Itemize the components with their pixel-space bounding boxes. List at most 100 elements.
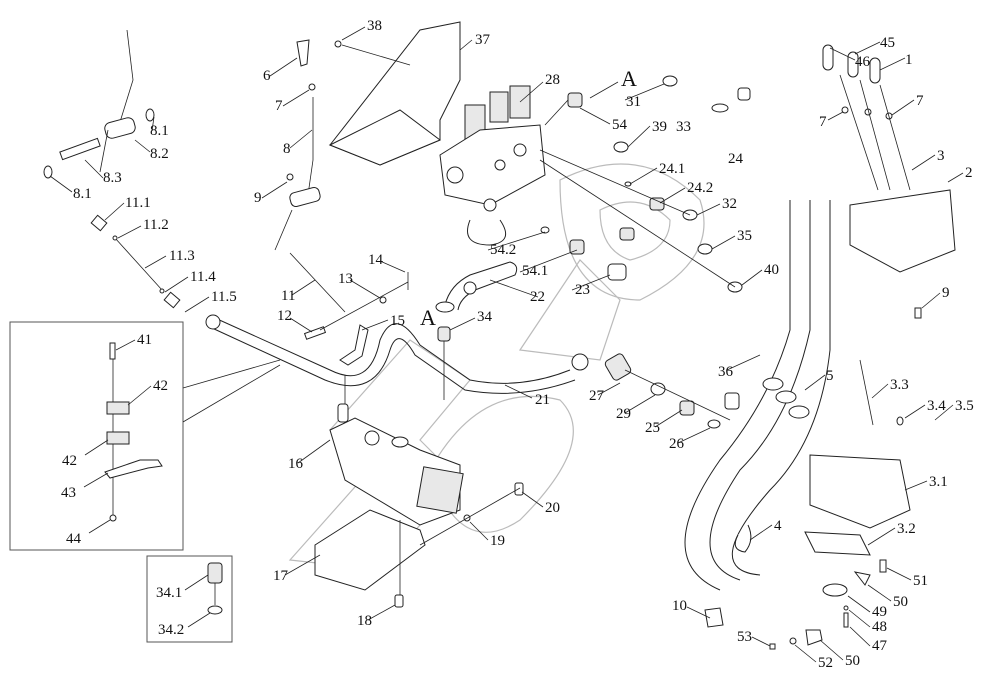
part-callout-46: 46 [855,54,871,70]
section-marker-a-mid: A [420,305,436,330]
leader-lines [49,26,964,663]
part-callout-23: 23 [575,282,590,298]
part-callout-45: 45 [880,35,895,51]
part-callout-17: 17 [273,568,289,584]
part-callout-8: 8 [283,141,291,157]
part-callout-48: 48 [872,619,887,635]
part-callout-2: 2 [965,165,973,181]
part-callout-13: 13 [338,271,353,287]
part-callout-3-5: 3.5 [955,398,974,414]
part-callout-37: 37 [475,32,491,48]
pump-valve-16 [314,375,524,608]
part-callout-43: 43 [61,485,76,501]
part-callout-15: 15 [390,313,405,329]
pin-linkage-parts [289,252,409,366]
part-callout-3-3: 3.3 [890,377,909,393]
part-callout-18: 18 [357,613,372,629]
part-callout-44: 44 [66,531,82,547]
lever-bracket-3-1 [804,359,911,556]
part-callout-27: 27 [589,388,605,404]
part-callout-42: 42 [62,453,77,469]
part-callout-9: 9 [942,285,950,301]
section-markers: AA [420,66,637,330]
part-callout-8-1: 8.1 [150,123,169,139]
part-callout-33: 33 [676,119,691,135]
part-callout-34-2: 34.2 [158,622,184,638]
part-callout-16: 16 [288,456,304,472]
lever-bracket-3 [822,44,956,319]
watermark [288,163,705,571]
valve-block-28 [439,85,546,246]
part-callout-11-4: 11.4 [190,269,216,285]
part-callout-25: 25 [645,420,660,436]
part-callout-8-2: 8.2 [150,146,169,162]
part-callout-34-1: 34.1 [156,585,182,601]
part-callout-21: 21 [535,392,550,408]
part-callout-36: 36 [718,364,734,380]
part-callout-39: 39 [652,119,667,135]
part-callout-9: 9 [254,190,262,206]
part-callout-4: 4 [774,518,782,534]
rod-11-assembly [90,214,181,309]
part-callout-40: 40 [764,262,779,278]
part-callout-54: 54 [612,117,628,133]
part-callout-1: 1 [905,52,913,68]
part-callout-28: 28 [545,72,560,88]
part-callout-8-3: 8.3 [103,170,122,186]
part-callout-7: 7 [819,114,827,130]
bracket-37 [328,21,461,166]
part-callout-24: 24 [728,151,744,167]
part-callout-7: 7 [275,98,283,114]
callout-labels: 8.18.28.38.111.111.211.311.411.538376789… [61,18,974,671]
part-callout-54-2: 54.2 [490,242,516,258]
part-callout-6: 6 [263,68,271,84]
part-callout-47: 47 [872,638,888,654]
fitting-34 [437,326,451,400]
part-callout-41: 41 [137,332,152,348]
part-callout-24-1: 24.1 [659,161,685,177]
hose-22 [435,261,518,313]
part-callout-8-1: 8.1 [73,186,92,202]
part-callout-12: 12 [277,308,292,324]
section-marker-a-top: A [621,66,637,91]
part-callout-32: 32 [722,196,737,212]
part-callout-34: 34 [477,309,493,325]
part-callout-49: 49 [872,604,887,620]
part-callout-3-2: 3.2 [897,521,916,537]
part-callout-5: 5 [826,368,834,384]
part-callout-54-1: 54.1 [522,263,548,279]
part-callout-3-1: 3.1 [929,474,948,490]
part-callout-22: 22 [530,289,545,305]
hose-21 [205,314,589,394]
part-callout-11-1: 11.1 [125,195,151,211]
fittings-25-29 [604,353,740,429]
part-callout-50: 50 [893,594,908,610]
cable-end-hardware [704,559,887,650]
part-callout-14: 14 [368,252,384,268]
lever-8-with-knob [274,39,321,251]
part-callout-50: 50 [845,653,860,669]
control-cables [684,200,831,591]
fittings-right [539,75,751,293]
part-callout-35: 35 [737,228,752,244]
lever-8-assembly [43,29,155,179]
part-callout-31: 31 [626,94,641,110]
detail-box-fitting [146,555,233,643]
part-callout-52: 52 [818,655,833,671]
part-callout-11-2: 11.2 [143,217,169,233]
part-callout-7: 7 [916,93,924,109]
part-callout-3-4: 3.4 [927,398,946,414]
part-callout-53: 53 [737,629,752,645]
part-callout-11-3: 11.3 [169,248,195,264]
part-callout-3: 3 [937,148,945,164]
part-callout-24-2: 24.2 [687,180,713,196]
part-callout-10: 10 [672,598,687,614]
part-callout-11: 11 [281,288,295,304]
part-callout-20: 20 [545,500,560,516]
detail-box-clamp [9,321,281,551]
part-callout-29: 29 [616,406,631,422]
part-callout-42: 42 [153,378,168,394]
part-callout-11-5: 11.5 [211,289,237,305]
part-callout-19: 19 [490,533,505,549]
